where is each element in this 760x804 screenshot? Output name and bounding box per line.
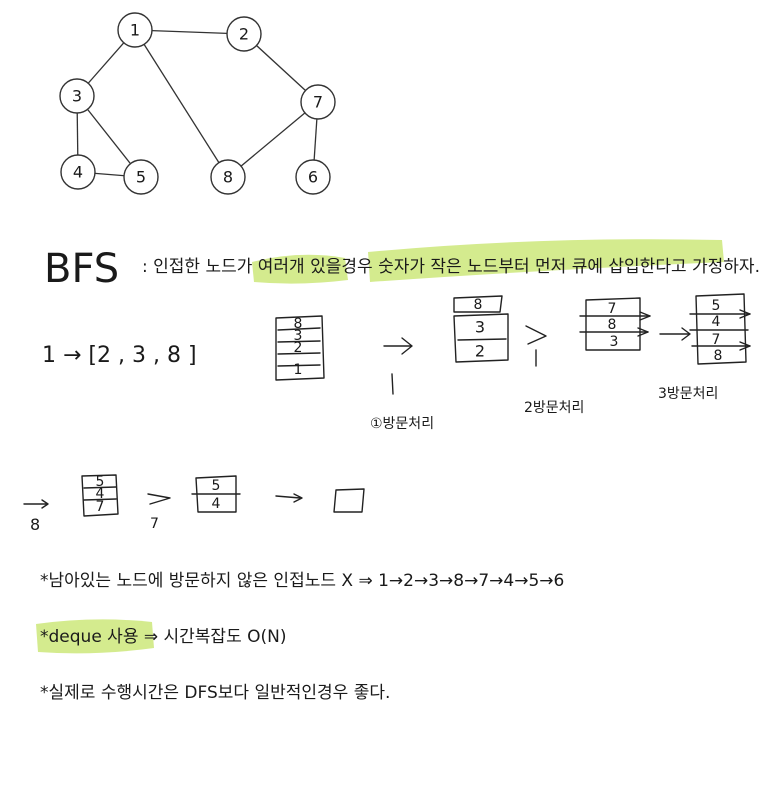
graph-node-circle bbox=[123, 159, 159, 195]
arrow-right-icon bbox=[525, 325, 547, 345]
graph-node-label: 1 bbox=[130, 21, 140, 40]
q2-cell-2: 2 bbox=[475, 342, 485, 361]
queue-stack-1: 8 3 2 1 bbox=[275, 315, 325, 381]
step1-label: ①방문처리 bbox=[370, 416, 434, 432]
empty-queue-box bbox=[333, 488, 365, 513]
q6-cell-1: 4 bbox=[212, 496, 221, 512]
graph-edges bbox=[76, 29, 319, 178]
graph-node-8: 8 bbox=[210, 159, 246, 195]
graph-node-label: 5 bbox=[136, 168, 146, 187]
step3-label: 3방문처리 bbox=[658, 386, 718, 402]
highlight-rule-1 bbox=[252, 254, 348, 284]
graph-node-circle bbox=[60, 154, 96, 190]
q4-cell-3: 8 bbox=[714, 348, 723, 364]
q1-cell-3: 1 bbox=[294, 362, 303, 378]
graph-node-6: 6 bbox=[295, 159, 331, 195]
q5-cell-0: 5 bbox=[96, 474, 105, 490]
highlight-deque bbox=[36, 619, 154, 654]
graph-node-circle bbox=[59, 78, 95, 114]
arrow-right-icon bbox=[275, 493, 303, 503]
queue-stack-5: 5 4 7 bbox=[81, 474, 119, 517]
graph-node-4: 4 bbox=[60, 154, 96, 190]
graph-diagram: 1 2 3 7 4 5 8 6 bbox=[59, 12, 336, 195]
pop-tick-1 bbox=[391, 373, 394, 395]
graph-node-2: 2 bbox=[226, 16, 262, 52]
q4-cell-1: 4 bbox=[712, 314, 721, 330]
q4-cell-2: 7 bbox=[712, 332, 721, 348]
q5-cell-1: 4 bbox=[96, 486, 105, 502]
bullet-deque: *deque 사용 ⇒ 시간복잡도 O(N) bbox=[40, 627, 286, 647]
q1-cell-0: 8 bbox=[294, 316, 303, 332]
highlight-rule-2 bbox=[368, 239, 724, 282]
q4-cell-0: 5 bbox=[712, 298, 721, 314]
graph-node-7: 7 bbox=[300, 84, 336, 120]
graph-node-label: 3 bbox=[72, 87, 82, 106]
queue-stack-4: 5 4 7 8 bbox=[689, 293, 751, 365]
graph-node-label: 4 bbox=[73, 163, 83, 182]
row2-pop-1: 8 bbox=[30, 515, 40, 534]
q1-cell-1: 3 bbox=[294, 328, 303, 344]
queue-stack-3: 7 8 3 bbox=[579, 297, 651, 351]
graph-node-label: 8 bbox=[223, 168, 233, 187]
graph-node-circle bbox=[295, 159, 331, 195]
queue-stack-6: 5 4 bbox=[191, 475, 241, 513]
graph-node-label: 6 bbox=[308, 168, 318, 187]
graph-edge-7-8 bbox=[227, 101, 319, 178]
graph-node-circle bbox=[210, 159, 246, 195]
graph-node-label: 7 bbox=[313, 93, 323, 112]
graph-node-circle bbox=[117, 12, 153, 48]
row2-pop-2: 7 bbox=[150, 516, 159, 532]
queue-stack-2: 8 3 2 bbox=[453, 295, 509, 363]
bullet-traversal: *남아있는 노드에 방문하지 않은 인접노드 X ⇒ 1→2→3→8→7→4→5… bbox=[40, 571, 564, 591]
arrow-right-icon bbox=[383, 337, 413, 355]
step2-label: 2방문처리 bbox=[524, 400, 584, 416]
graph-edge-1-2 bbox=[134, 29, 245, 35]
arrow-right-icon bbox=[659, 327, 691, 341]
graph-node-circle bbox=[226, 16, 262, 52]
q3-cell-2: 3 bbox=[610, 334, 619, 350]
q1-cell-2: 2 bbox=[294, 340, 303, 356]
q5-cell-2: 7 bbox=[96, 499, 105, 515]
graph-node-label: 2 bbox=[239, 25, 249, 44]
arrow-right-icon bbox=[147, 493, 171, 505]
graph-nodes: 1 2 3 7 4 5 8 6 bbox=[59, 12, 336, 195]
q2-cell-0: 8 bbox=[474, 297, 483, 313]
bullet-runtime: *실제로 수행시간은 DFS보다 일반적인경우 좋다. bbox=[40, 683, 390, 703]
bfs-rule-text: : 인접한 노드가 여러개 있을경우 숫자가 작은 노드부터 먼저 큐에 삽입한… bbox=[142, 257, 760, 277]
q2-cell-1: 3 bbox=[475, 318, 485, 337]
arrow-right-icon bbox=[23, 499, 49, 509]
q3-cell-0: 7 bbox=[608, 301, 617, 317]
q3-cell-1: 8 bbox=[608, 317, 617, 333]
highlighter-marks bbox=[36, 239, 724, 654]
graph-node-circle bbox=[300, 84, 336, 120]
start-line: 1 → [2 , 3 , 8 ] bbox=[42, 343, 197, 368]
graph-node-3: 3 bbox=[59, 78, 95, 114]
graph-node-5: 5 bbox=[123, 159, 159, 195]
q6-cell-0: 5 bbox=[212, 478, 221, 494]
graph-node-1: 1 bbox=[117, 12, 153, 48]
bfs-title: BFS bbox=[44, 246, 119, 292]
graph-edge-1-8 bbox=[134, 29, 229, 178]
